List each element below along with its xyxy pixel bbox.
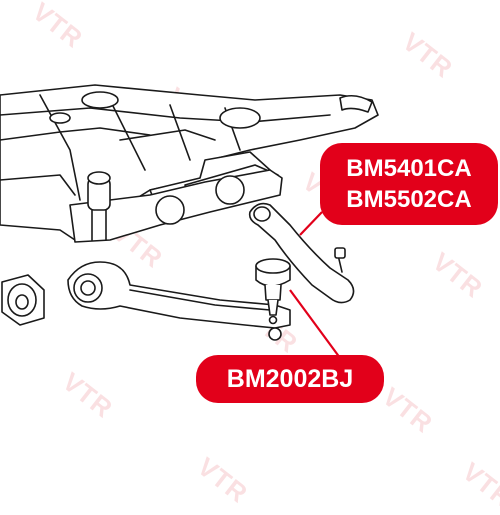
leader-upper xyxy=(299,211,323,236)
crossmember xyxy=(69,169,283,243)
leader-lines xyxy=(289,211,344,363)
suspension-drawing xyxy=(0,84,379,363)
ball-joint xyxy=(255,258,291,325)
callout-upper-arm-parts: BM5401CA BM5502CA xyxy=(320,143,498,225)
thrust-arm xyxy=(248,202,355,304)
part-number-bm5401ca: BM5401CA xyxy=(346,155,472,182)
part-number-bm5502ca: BM5502CA xyxy=(346,186,472,213)
lower-control-arm xyxy=(67,261,291,341)
callout-ball-joint-part: BM2002BJ xyxy=(196,355,384,403)
leader-lower xyxy=(289,289,344,363)
part-number-bm2002bj: BM2002BJ xyxy=(226,365,354,393)
arm-bushing xyxy=(1,274,45,326)
